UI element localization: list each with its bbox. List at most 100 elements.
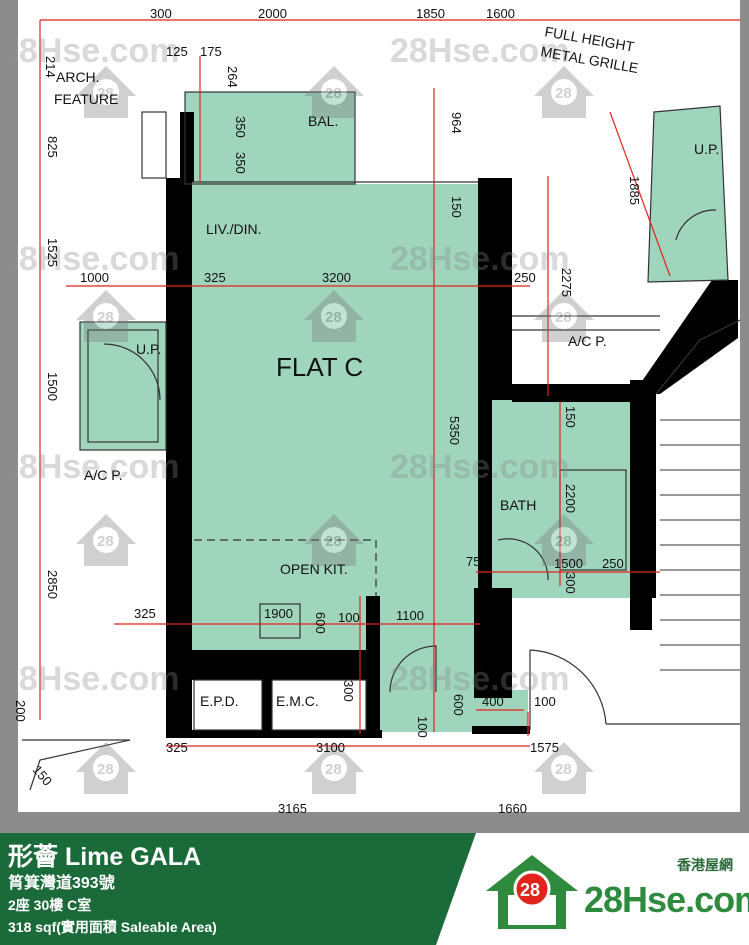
dim-label: 2200 (563, 484, 578, 513)
house-badge-icon: 28 (534, 66, 594, 118)
dim-label: 150 (563, 406, 578, 428)
dim-label: 350 (233, 116, 248, 138)
house-badge-icon: 28 (304, 290, 364, 342)
balcony-fill (185, 92, 355, 184)
kit-right-wall (366, 596, 380, 734)
corridor-door (529, 649, 607, 730)
bath-door (497, 538, 549, 581)
room-emc: E.M.C. (276, 693, 319, 709)
entry-door (389, 645, 437, 693)
house-badge-icon: 28 (534, 742, 594, 794)
watermark-text: 28Hse.com (390, 32, 570, 70)
dim-label: 250 (514, 270, 536, 285)
arch-slope (29, 739, 131, 791)
dim-label: 325 (166, 740, 188, 755)
dim-label: 175 (200, 44, 222, 59)
room-livdin: LIV./DIN. (206, 221, 262, 237)
dimension-lines (39, 19, 740, 747)
bath-right-wall (630, 380, 656, 598)
svg-text:28: 28 (97, 761, 114, 778)
svg-text:28: 28 (325, 309, 342, 326)
footer: 形薈 Lime GALA 筲箕灣道393號 2座 30樓 C室 318 sqf(… (0, 833, 749, 945)
house-badge-icon: 28 (534, 290, 594, 342)
up-right-door (675, 209, 717, 241)
walls (166, 112, 738, 738)
svg-text:28: 28 (555, 85, 572, 102)
brand-chinese-name: 香港屋網 (677, 857, 733, 873)
stair-wall (655, 319, 741, 395)
brand-name: 28Hse.com (584, 879, 749, 920)
info-panel: 形薈 Lime GALA 筲箕灣道393號 2座 30樓 C室 318 sqf(… (0, 833, 476, 945)
property-address: 筲箕灣道393號 (8, 875, 115, 892)
watermark-text: 28Hse.com (0, 240, 180, 278)
dim-label: 1500 (45, 372, 60, 401)
dim-label: 150 (449, 196, 464, 218)
dim-label: 1600 (486, 6, 515, 21)
dim-label: 1850 (416, 6, 445, 21)
right-wall (478, 178, 512, 400)
left-wall (166, 178, 192, 718)
house-badge-icon: 28 (76, 514, 136, 566)
dim-label: 75 (466, 554, 480, 569)
property-unit: 2座 30樓 C室 (8, 897, 92, 913)
room-bath: BATH (500, 497, 536, 513)
bal-left-wall (180, 112, 194, 182)
arch-feature-box (141, 111, 167, 179)
bath-corner (630, 586, 652, 630)
brand-logo-area[interactable]: 28 香港屋網 28Hse.com (480, 833, 749, 945)
dim-label: 125 (166, 44, 188, 59)
dim-label: 214 (43, 56, 58, 78)
watermark-text: 28Hse.com (390, 660, 570, 698)
dim-label: 964 (449, 112, 464, 134)
dimension-labels: 300 2000 1850 1600 125 175 264 214 825 1… (13, 6, 642, 816)
room-up-left: U.P. (136, 341, 161, 357)
house-badge-icon: 28 (76, 742, 136, 794)
dim-label: 1575 (530, 740, 559, 755)
bal-outline (184, 91, 356, 185)
house-badge-icon: 28 (304, 514, 364, 566)
epd-top-wall (166, 650, 378, 680)
epd-left-wall (166, 650, 192, 734)
dim-label: 3100 (316, 740, 345, 755)
note-arch-1: ARCH. (56, 69, 100, 85)
dim-label: 1100 (396, 608, 424, 623)
up-right-fill (648, 106, 728, 282)
room-acp-left: A/C P. (84, 467, 123, 483)
watermarks: 28Hse.com 28Hse.com 28Hse.com 28Hse.com … (0, 32, 570, 698)
svg-text:28: 28 (555, 761, 572, 778)
dim-label: 2000 (258, 6, 287, 21)
dim-label: 5350 (447, 416, 462, 445)
up-left-outline (79, 321, 167, 451)
house-badge-icon: 28 (76, 66, 136, 118)
ac-wall (512, 280, 738, 402)
property-title: 形薈 Lime GALA (8, 843, 202, 871)
dim-label: 264 (225, 66, 240, 88)
floor-plan-frame: 28Hse.com 28Hse.com 28Hse.com 28Hse.com … (0, 0, 749, 833)
room-acp-right: A/C P. (568, 333, 607, 349)
watermark-text: 28Hse.com (0, 32, 180, 70)
dim-label: 1000 (80, 270, 109, 285)
core-wall (474, 588, 512, 698)
entry-fill (378, 626, 478, 732)
house-badge-icon: 28 (76, 290, 136, 342)
dim-label: 325 (204, 270, 226, 285)
dim-label: 100 (338, 610, 360, 625)
dim-label: 600 (313, 612, 328, 634)
dim-label: 400 (482, 694, 504, 709)
note-arch-2: FEATURE (54, 91, 118, 107)
dim-label: 350 (233, 152, 248, 174)
house-badge-icon: 28 (304, 742, 364, 794)
dim-label: 2275 (559, 268, 574, 297)
room-up-right: U.P. (694, 141, 719, 157)
watermark-text: 28Hse.com (390, 448, 570, 486)
dim-label: 1500 (554, 556, 583, 571)
svg-text:28: 28 (325, 761, 342, 778)
sink (259, 603, 301, 639)
house-badge-icon: 28 (304, 66, 364, 118)
dim-label: 600 (451, 694, 466, 716)
svg-text:28: 28 (97, 309, 114, 326)
up-left-door (103, 343, 161, 401)
floor-plan: 28Hse.com 28Hse.com 28Hse.com 28Hse.com … (0, 0, 741, 816)
epd-divider (262, 680, 272, 732)
svg-text:28: 28 (97, 85, 114, 102)
